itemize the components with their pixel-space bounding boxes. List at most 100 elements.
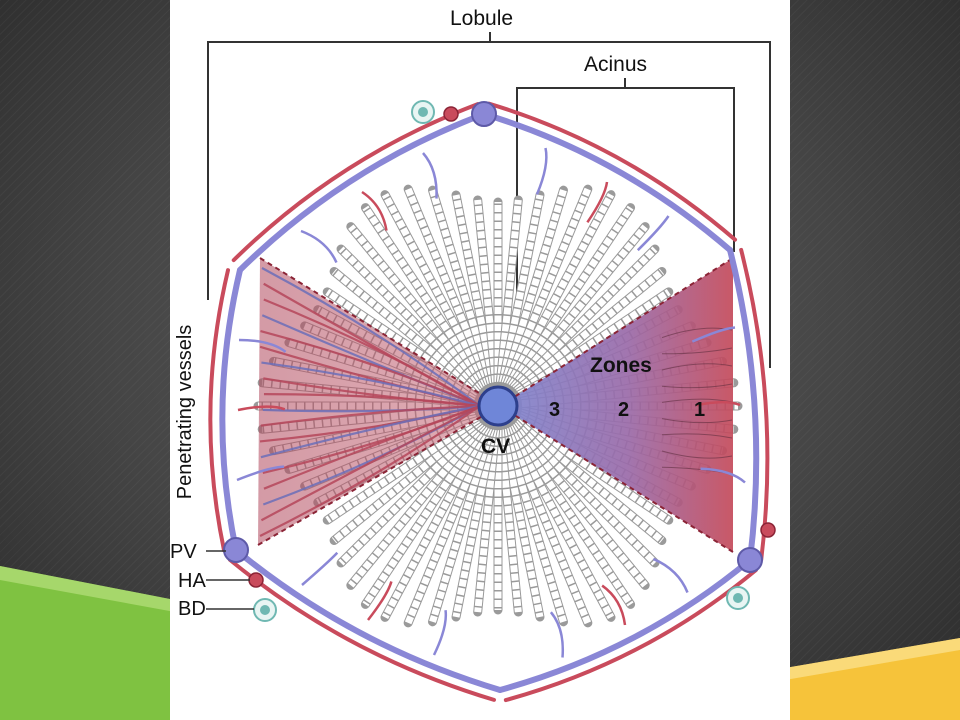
penetrating-vessel xyxy=(233,547,503,693)
hepatocyte-cells xyxy=(452,194,497,384)
penetrating-vessel xyxy=(237,111,487,273)
sinusoid xyxy=(261,361,481,408)
central-vein xyxy=(477,385,519,427)
hepatocyte-cells xyxy=(508,424,634,607)
vessel-branch xyxy=(549,611,565,658)
sinusoid xyxy=(260,404,481,427)
bile-duct-label: BD xyxy=(178,598,206,620)
sinusoid xyxy=(661,450,733,459)
yellow-accent-band xyxy=(785,638,960,720)
portal-triad-bottom-right xyxy=(726,522,776,610)
hepatocyte-cells xyxy=(512,420,658,566)
penetrating-vessel xyxy=(739,247,770,562)
liver-lobule-figure: Lobule Acinus Zones 3 2 1 CV PV HA BD Pe… xyxy=(170,0,790,720)
hepatocyte-cells xyxy=(516,288,671,396)
sinusoid xyxy=(661,418,733,424)
hepatocyte-cells xyxy=(514,418,665,544)
vessel-branch xyxy=(700,467,746,484)
vessel-branch xyxy=(236,465,285,482)
penetrating-vessel xyxy=(487,101,738,242)
penetrating-vessels-label: Penetrating vessels xyxy=(174,324,196,500)
penetrating-vessel xyxy=(497,557,753,693)
hepatocyte-cells xyxy=(404,426,493,625)
hepatocyte-cells xyxy=(510,422,648,588)
vessel-branch xyxy=(696,400,741,407)
hepatocyte-cells xyxy=(348,422,486,588)
green-accent-highlight xyxy=(0,566,175,612)
zone-2-label: 2 xyxy=(618,399,630,421)
zone-1-label: 1 xyxy=(694,399,706,421)
vessel-branch xyxy=(691,326,736,343)
hepatocyte-cells xyxy=(499,194,544,384)
hepatocyte-cells xyxy=(512,246,658,392)
lobule-bracket xyxy=(207,32,771,368)
yellow-accent-highlight xyxy=(785,638,960,680)
hepatocyte-cells xyxy=(452,428,497,618)
hepatocyte-cells xyxy=(503,187,592,386)
hepatocyte-cells xyxy=(338,420,484,566)
hepatocyte-cells xyxy=(506,192,615,387)
zones-label: Zones xyxy=(590,354,652,377)
hepatocyte-cells xyxy=(499,428,544,618)
vessel-branch xyxy=(636,215,670,252)
zone-3-label: 3 xyxy=(549,399,561,421)
hepatocyte-cells xyxy=(331,268,482,394)
acinus-zones-wedge xyxy=(499,257,734,553)
hepatocyte-cells xyxy=(501,427,567,623)
penetrating-vessel xyxy=(481,111,733,253)
hepatocyte-cells xyxy=(429,189,495,385)
sinusoid xyxy=(260,405,481,522)
sinusoid xyxy=(263,393,481,408)
sinusoid xyxy=(259,405,481,537)
vessel-branch xyxy=(601,584,627,626)
hepatocyte-cells xyxy=(474,429,500,613)
vessel-branch xyxy=(652,557,689,593)
sinusoid xyxy=(260,404,481,459)
vessel-branch xyxy=(301,551,339,586)
hepatocyte-cells xyxy=(348,224,486,390)
vessel-branch xyxy=(237,405,286,412)
sinusoid xyxy=(260,329,481,408)
hepatocyte-cells xyxy=(331,418,482,544)
penetrating-vessel xyxy=(503,568,758,703)
central-vein-label: CV xyxy=(481,435,511,458)
hepatocyte-cells xyxy=(381,425,490,620)
hepatocyte-cells xyxy=(474,199,500,383)
vessel-branch xyxy=(238,338,287,353)
sinusoid xyxy=(661,347,733,355)
hepatic-artery-label: HA xyxy=(178,570,206,592)
vessel-branch xyxy=(586,181,609,224)
sinusoid xyxy=(263,298,481,407)
hepatocyte-cells xyxy=(514,268,665,394)
hepatocyte-cells xyxy=(510,224,648,390)
hepatocyte-cells xyxy=(501,189,567,385)
hepatocyte-cells xyxy=(338,246,484,392)
hepatocyte-cells xyxy=(496,429,522,613)
vessel-branch xyxy=(300,229,338,264)
penetrating-vessels xyxy=(208,101,770,703)
hepatocyte-cells xyxy=(496,199,522,383)
penetrating-vessel xyxy=(228,557,496,702)
label-leader-lines xyxy=(206,550,254,610)
hepatocyte-cells xyxy=(429,427,495,623)
hepatocyte-cells xyxy=(362,205,488,388)
portal-triad-top xyxy=(411,100,497,127)
sinusoid xyxy=(263,404,481,490)
portal-vein-label: PV xyxy=(170,541,197,563)
vessel-branch xyxy=(422,152,438,199)
vessel-branch xyxy=(361,190,388,231)
hepatocyte-cells xyxy=(362,424,488,607)
penetrating-vessel xyxy=(727,247,760,563)
hepatocyte-cells xyxy=(325,416,480,524)
liver-lobule-diagram xyxy=(206,32,776,703)
vessel-branch xyxy=(432,610,448,656)
acinus-label: Acinus xyxy=(584,53,648,76)
sinusoid xyxy=(661,383,733,389)
sinusoid xyxy=(661,363,733,371)
hepatocyte-cells xyxy=(404,187,493,386)
hepatocyte-cells xyxy=(508,205,634,388)
vessel-branch xyxy=(367,581,393,621)
penetrating-vessel xyxy=(219,267,243,553)
penetrating-vessel xyxy=(208,268,230,553)
